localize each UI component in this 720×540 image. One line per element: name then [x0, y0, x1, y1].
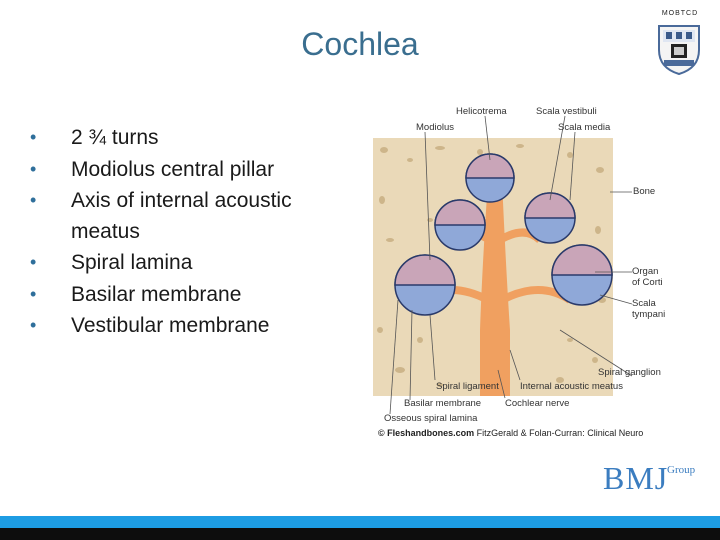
- label-scala-tympani-line1: Scala: [632, 298, 656, 309]
- bullet-dot-icon: •: [30, 190, 37, 210]
- footer-bar: [0, 516, 720, 540]
- bullet-dot-icon: •: [30, 158, 37, 179]
- org-label: MOBTCD: [661, 10, 699, 17]
- label-spiral-ganglion: Spiral ganglion: [598, 367, 661, 378]
- label-basilar-membrane: Basilar membrane: [404, 398, 482, 409]
- label-scala-media: Scala media: [558, 122, 611, 133]
- bullet-dot-icon: •: [30, 252, 37, 272]
- bmj-group-logo: BMJ Group: [603, 460, 695, 502]
- bullet-item: •Modiolus central pillar: [30, 154, 350, 186]
- label-helicotrema: Helicotrema: [456, 106, 507, 117]
- bullet-dot-icon: •: [30, 283, 37, 304]
- label-osseous-spiral-lamina: Osseous spiral lamina: [384, 413, 478, 424]
- bullet-item: •Vestibular membrane: [30, 310, 350, 342]
- bmj-logo-group-text: Group: [667, 464, 696, 476]
- label-internal-acoustic-meatus: Internal acoustic meatus: [520, 381, 623, 392]
- bullet-item: •Spiral lamina: [30, 247, 350, 279]
- figure-credit: © Fleshandbones.com FitzGerald & Folan-C…: [378, 428, 644, 438]
- bullet-dot-icon: •: [30, 315, 37, 335]
- college-crest-icon: [658, 25, 700, 76]
- bullet-list: •2 ¾ turns •Modiolus central pillar •Axi…: [30, 122, 350, 342]
- bullet-dot-icon: •: [30, 127, 37, 147]
- label-scala-tympani-line2: tympani: [632, 309, 666, 320]
- bullet-item: •Basilar membrane: [30, 279, 350, 311]
- label-spiral-ligament: Spiral ligament: [436, 381, 499, 392]
- label-modiolus: Modiolus: [416, 122, 455, 133]
- label-organ-of-corti-line2: of Corti: [632, 277, 663, 288]
- bullet-item: •2 ¾ turns: [30, 122, 350, 154]
- bullet-item: •Axis of internal acoustic meatus: [30, 185, 350, 247]
- label-cochlear-nerve: Cochlear nerve: [505, 398, 570, 409]
- label-scala-vestibuli: Scala vestibuli: [536, 106, 597, 117]
- cochlea-illustration: [373, 115, 633, 415]
- label-organ-of-corti-line1: Organ: [632, 266, 659, 277]
- slide-title: Cochlea: [301, 26, 419, 62]
- bmj-logo-mark: BMJ: [603, 460, 669, 496]
- label-bone: Bone: [633, 186, 656, 197]
